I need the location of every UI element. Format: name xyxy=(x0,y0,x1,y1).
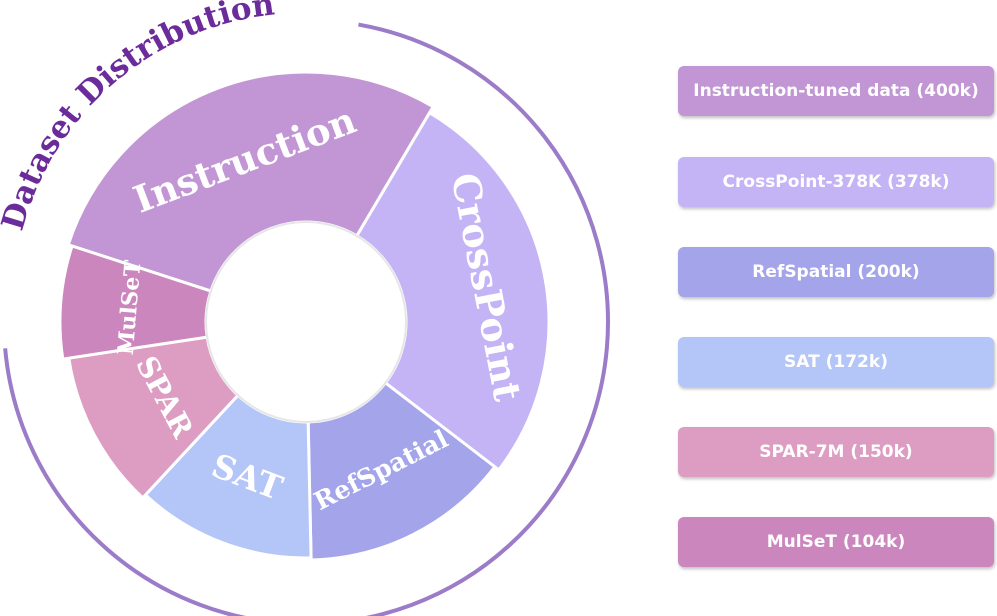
legend-item-spar: SPAR-7M (150k) xyxy=(678,427,994,477)
legend-label: SAT (172k) xyxy=(784,352,888,372)
legend-item-crosspoint: CrossPoint-378K (378k) xyxy=(678,157,994,207)
legend-item-instruction: Instruction-tuned data (400k) xyxy=(678,66,994,116)
legend-label: CrossPoint-378K (378k) xyxy=(722,172,950,192)
legend-label: SPAR-7M (150k) xyxy=(759,442,913,462)
donut-hole xyxy=(205,221,407,423)
legend-item-mulset: MulSeT (104k) xyxy=(678,517,994,567)
donut-chart: Dataset Distribution InstructionCrossPoi… xyxy=(0,0,610,616)
legend-label: RefSpatial (200k) xyxy=(752,262,920,282)
legend-item-refspatial: RefSpatial (200k) xyxy=(678,247,994,297)
legend-label: MulSeT (104k) xyxy=(766,532,906,552)
outer-decorative-arc xyxy=(3,22,610,616)
legend-item-sat: SAT (172k) xyxy=(678,337,994,387)
legend-label: Instruction-tuned data (400k) xyxy=(693,81,979,101)
slices-group xyxy=(58,70,551,562)
